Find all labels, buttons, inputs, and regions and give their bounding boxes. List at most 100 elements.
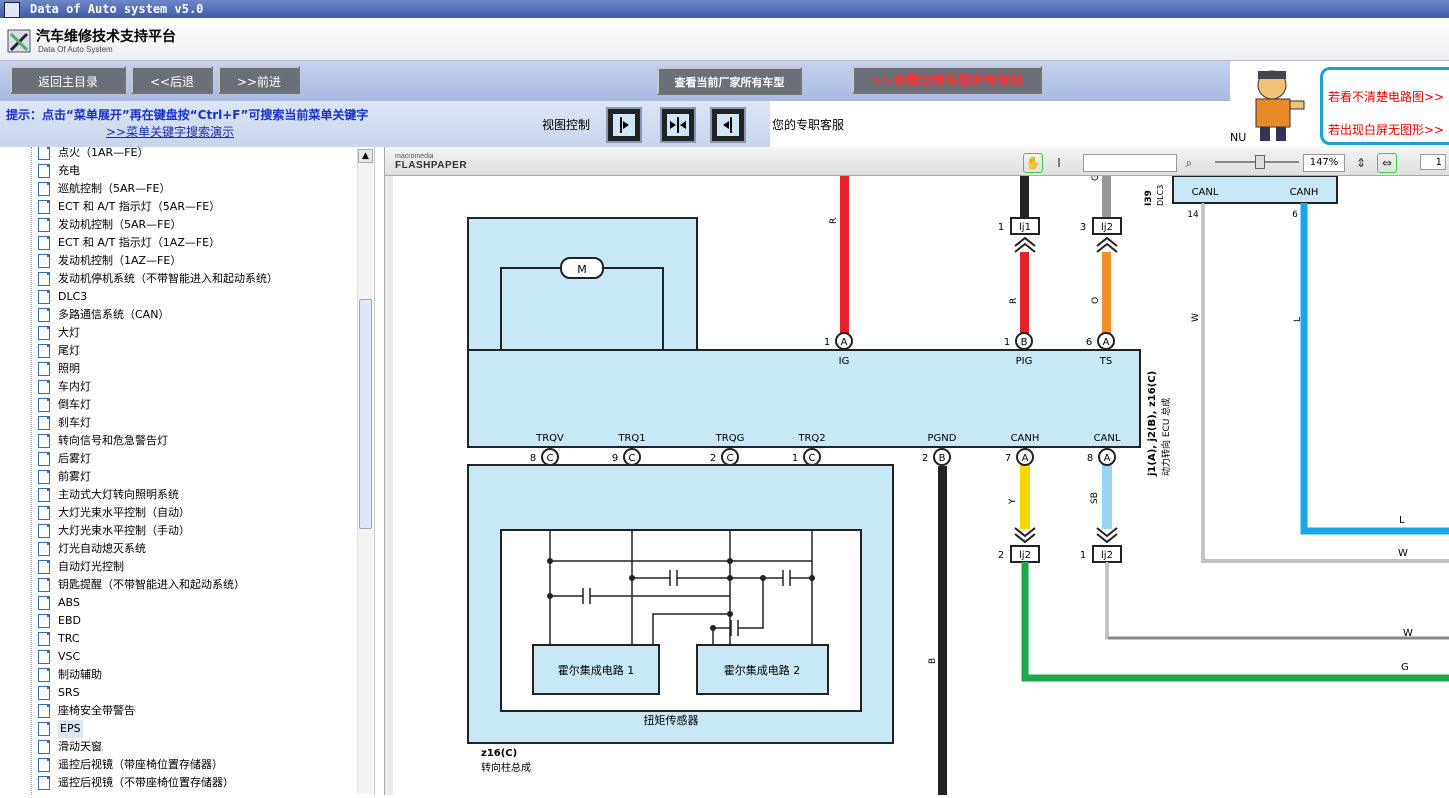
arrow-right-icon xyxy=(620,117,629,133)
tree-item-label: 制动辅助 xyxy=(58,668,102,681)
tree-item-label: ECT 和 A/T 指示灯（5AR—FE） xyxy=(58,200,221,213)
torque-sensor-label: 扭矩传感器 xyxy=(644,713,699,727)
tree-item-label: 遥控后视镜（不带座椅位置存储器） xyxy=(58,776,234,789)
tree-item-label: 灯光自动熄灭系统 xyxy=(58,542,146,555)
tree-guide-line xyxy=(31,147,33,795)
split-icon xyxy=(670,117,686,133)
ecu-sublabel: 动力转向 ECU 总成 xyxy=(1160,398,1172,476)
pin-conn-letter: C xyxy=(727,453,734,464)
document-icon xyxy=(38,668,50,682)
can-wire xyxy=(1102,465,1112,529)
tree-item-label: 点火（1AR—FE） xyxy=(58,147,149,159)
tree-item-label: 大灯光束水平控制（自动） xyxy=(58,506,190,519)
page-number-input[interactable]: 1 xyxy=(1420,154,1446,170)
tree-item-label: 转向信号和危急警告灯 xyxy=(58,434,168,447)
forward-button[interactable]: >>前进 xyxy=(218,66,300,94)
wire-canh-return xyxy=(1021,562,1449,682)
document-icon xyxy=(38,380,50,394)
zoom-slider-knob[interactable] xyxy=(1255,155,1265,169)
document-icon xyxy=(38,542,50,556)
tree-item-label: 大灯 xyxy=(58,326,80,339)
tree-item-label: 前雾灯 xyxy=(58,470,91,483)
document-icon xyxy=(38,344,50,358)
view-control-label: 视图控制 xyxy=(542,118,591,132)
pin-circle xyxy=(835,332,853,350)
ecu-label: j1(A), j2(B), z16(C) xyxy=(1147,371,1158,477)
document-icon xyxy=(38,614,50,628)
hand-tool-icon[interactable]: ✋ xyxy=(1023,153,1043,173)
zoom-level[interactable]: 147% xyxy=(1303,154,1345,172)
document-icon xyxy=(38,578,50,592)
search-icon[interactable]: ⌕ xyxy=(1185,156,1193,170)
pin-1b-label: 1 xyxy=(1080,550,1086,561)
document-icon xyxy=(38,218,50,232)
hint-bar: 提示：点击“菜单展开”再在键盘按“Ctrl+F”可搜索当前菜单关键字 >>菜单关… xyxy=(0,101,770,147)
wire-canl-return xyxy=(1105,562,1449,640)
tree-item-label: 主动式大灯转向照明系统 xyxy=(58,488,179,501)
viewer-search-input[interactable] xyxy=(1083,154,1177,172)
document-icon xyxy=(38,236,50,250)
wire-w3-label: W xyxy=(1403,628,1413,639)
pin-conn-letter: B xyxy=(939,453,946,464)
app-header: 汽车维修技术支持平台 Data Of Auto System xyxy=(0,18,1449,61)
ad-nu-text: NU xyxy=(1230,131,1247,144)
connector-lj2-canl-label: lj2 xyxy=(1101,550,1113,561)
wire-w1-label: W xyxy=(1191,313,1201,322)
document-icon xyxy=(38,147,50,160)
tree-item-label: 刹车灯 xyxy=(58,416,91,429)
pin-3-label: 3 xyxy=(1080,222,1086,233)
pin-number: 8 xyxy=(1087,453,1093,464)
scroll-up-icon[interactable]: ▲ xyxy=(358,149,373,163)
tree-item-label: 自动灯光控制 xyxy=(58,560,124,573)
pin-conn-letter: C xyxy=(629,453,636,464)
document-icon xyxy=(38,416,50,430)
view-split-button[interactable] xyxy=(660,107,696,143)
pin-number: 1 xyxy=(1004,337,1010,348)
main-menu-button[interactable]: 返回主目录 xyxy=(10,66,126,94)
hall-ic-2-label: 霍尔集成电路 2 xyxy=(724,663,801,677)
ad-link-white-screen[interactable]: 若出现白屏无图形>> xyxy=(1328,123,1445,137)
view-expand-right-button[interactable] xyxy=(606,107,642,143)
ad-link-unclear-diagram[interactable]: 若看不清楚电路图>> xyxy=(1328,90,1445,104)
sidebar-scrollbar[interactable]: ▲ xyxy=(357,149,373,793)
view-expand-left-button[interactable] xyxy=(710,107,746,143)
pin-conn-letter: C xyxy=(547,453,554,464)
scroll-thumb[interactable] xyxy=(359,299,372,529)
tree-item-label: 发动机停机系统（不带智能进入和起动系统） xyxy=(58,272,278,285)
pin-conn-letter: A xyxy=(841,337,848,348)
mechanic-mascot-icon xyxy=(1255,70,1305,141)
document-icon xyxy=(38,776,50,790)
service-bar: 您的专职客服 xyxy=(770,101,1230,147)
back-button[interactable]: <<后退 xyxy=(131,66,213,94)
tree-item-label: 后雾灯 xyxy=(58,452,91,465)
app-title: 汽车维修技术支持平台 xyxy=(36,29,176,45)
tree-item-label: SRS xyxy=(58,686,80,699)
text-select-icon[interactable]: I xyxy=(1057,156,1061,170)
wire-pgnd-label: B xyxy=(928,658,938,664)
fit-height-icon[interactable]: ⇕ xyxy=(1355,156,1367,170)
wire-ig xyxy=(840,176,849,334)
pin-conn-letter: C xyxy=(809,453,816,464)
pin-name: TRQ2 xyxy=(797,433,825,444)
main-toolbar: 返回主目录 <<后退 >>前进 查看当前厂家所有车型 >>查看当前车型所有资料 xyxy=(0,61,1230,101)
fit-width-icon[interactable]: ⇔ xyxy=(1377,153,1397,173)
search-demo-link[interactable]: >>菜单关键字搜索演示 xyxy=(106,125,235,139)
pin-circle xyxy=(1016,448,1034,466)
arrow-left-icon xyxy=(723,117,732,133)
document-icon xyxy=(38,506,50,520)
pin-name: TRQG xyxy=(715,433,745,444)
pin-name: TRQ1 xyxy=(617,433,645,444)
wire-ts-label: O xyxy=(1091,297,1101,304)
app-subtitle: Data Of Auto System xyxy=(38,45,113,54)
all-model-data-button[interactable]: >>查看当前车型所有资料 xyxy=(852,66,1042,94)
sensor-desc: 转向柱总成 xyxy=(481,761,531,774)
document-icon xyxy=(38,362,50,376)
search-hint: 提示：点击“菜单展开”再在键盘按“Ctrl+F”可搜索当前菜单关键字 xyxy=(6,108,369,122)
document-icon xyxy=(38,632,50,646)
manufacturer-models-button[interactable]: 查看当前厂家所有车型 xyxy=(657,67,802,95)
tree-item-label: VSC xyxy=(58,650,81,663)
connector-lj1 xyxy=(1010,217,1040,235)
